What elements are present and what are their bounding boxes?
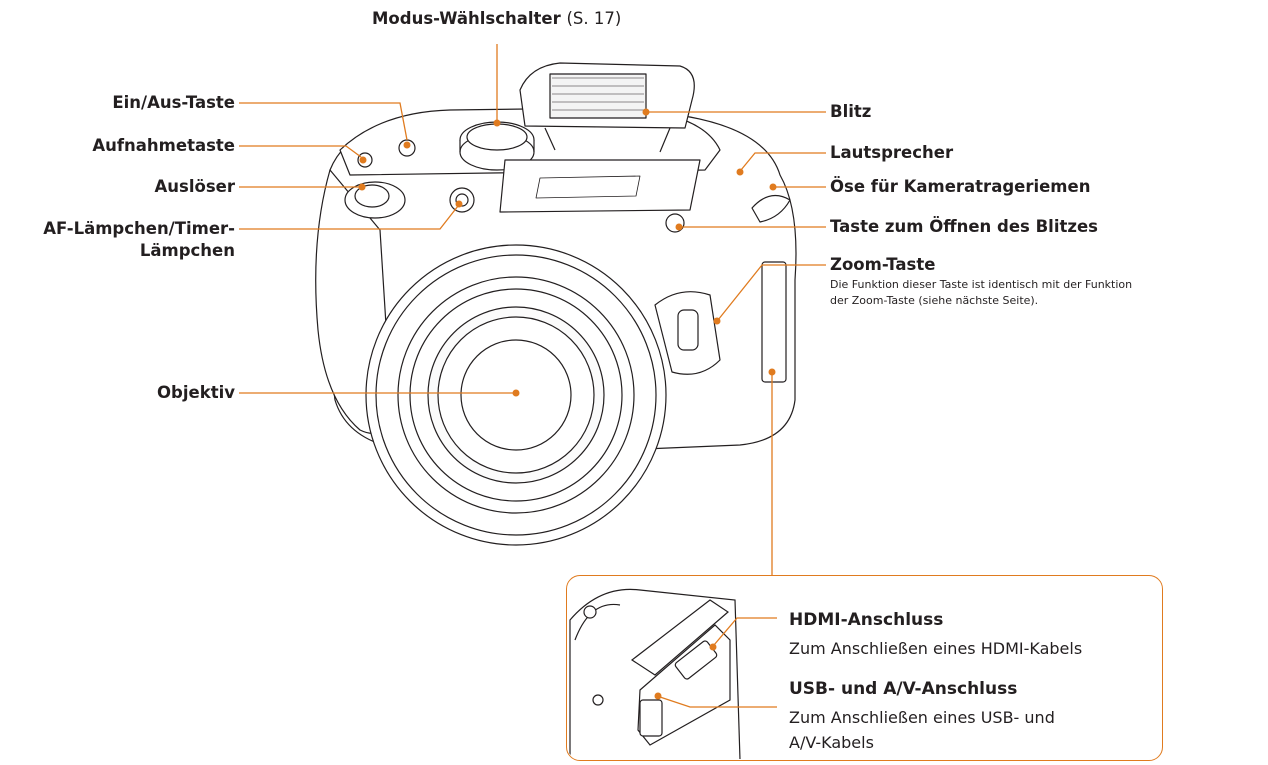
hdmi-port-description: Zum Anschließen eines HDMI-Kabels: [789, 639, 1083, 658]
port-cover: [630, 599, 729, 676]
port-detail-inset: [566, 575, 1163, 761]
mode-dial-page-ref: (S. 17): [566, 9, 622, 28]
port-detail-illustration: [569, 588, 741, 759]
label-record-button: Aufnahmetaste: [92, 136, 235, 155]
zoom-desc-line1: Die Funktion dieser Taste ist identisch …: [830, 278, 1133, 291]
label-speaker: Lautsprecher: [830, 143, 954, 162]
usb-desc-line1: Zum Anschließen eines USB- und: [789, 708, 1055, 727]
mode-dial-label: Modus-Wählschalter: [372, 9, 561, 28]
label-shutter: Auslöser: [154, 177, 235, 196]
label-hdmi-port: HDMI-Anschluss: [789, 610, 944, 630]
port-door-shape: [761, 261, 787, 383]
label-lens: Objektiv: [157, 383, 235, 402]
usb-desc-line2: A/V-Kabels: [789, 733, 874, 752]
label-strap-eyelet: Öse für Kameratrageriemen: [830, 177, 1091, 196]
usb-port-shape: [639, 699, 663, 737]
strap-eyelet-shape: [751, 194, 791, 223]
label-usb-av-port: USB- und A/V-Anschluss: [789, 679, 1018, 699]
leader-lines: [239, 44, 826, 708]
label-zoom-button: Zoom-Taste: [830, 255, 936, 274]
leader-dots: [358, 108, 777, 700]
flash-window: [549, 73, 647, 119]
zoom-desc-line2: der Zoom-Taste (siehe nächste Seite).: [830, 294, 1039, 307]
label-flash: Blitz: [830, 102, 872, 121]
label-flash-open-button: Taste zum Öffnen des Blitzes: [830, 217, 1098, 236]
af-lamp-line1: AF-Lämpchen/Timer-: [43, 219, 235, 238]
label-power-button: Ein/Aus-Taste: [112, 93, 235, 112]
shutter-button-shape: [354, 184, 390, 208]
af-lamp-line2: Lämpchen: [139, 241, 235, 260]
label-af-lamp: AF-Lämpchen/Timer- Lämpchen: [43, 218, 235, 262]
zoom-button-description: Die Funktion dieser Taste ist identisch …: [830, 277, 1132, 309]
usb-av-port-description: Zum Anschließen eines USB- und A/V-Kabel…: [789, 705, 1055, 755]
label-mode-dial: Modus-Wählschalter (S. 17): [372, 8, 621, 30]
